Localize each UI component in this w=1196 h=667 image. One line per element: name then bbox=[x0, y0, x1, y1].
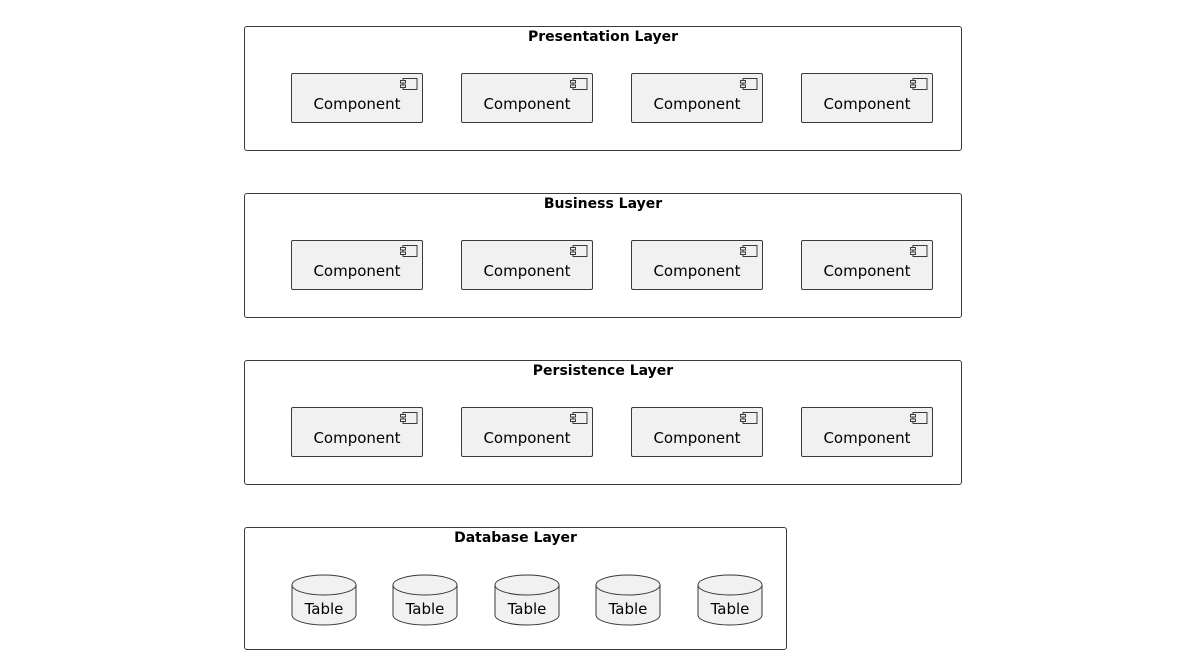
table-label: Table bbox=[405, 600, 445, 618]
database-table-icon bbox=[494, 574, 560, 626]
database-table-icon bbox=[697, 574, 763, 626]
component-node: Component bbox=[291, 240, 423, 290]
database-table: Table bbox=[697, 574, 763, 626]
component-node: Component bbox=[291, 73, 423, 123]
component-icon bbox=[910, 78, 928, 90]
layer-title: Database Layer bbox=[454, 530, 577, 546]
component-icon bbox=[740, 78, 758, 90]
component-label: Component bbox=[483, 95, 571, 113]
persistence-layer: Persistence Layer Component Component Co… bbox=[244, 360, 962, 485]
presentation-layer: Presentation Layer Component Component C… bbox=[244, 26, 962, 151]
component-label: Component bbox=[823, 262, 911, 280]
component-label: Component bbox=[823, 95, 911, 113]
component-icon bbox=[400, 245, 418, 257]
table-label: Table bbox=[304, 600, 344, 618]
component-label: Component bbox=[823, 429, 911, 447]
component-label: Component bbox=[653, 262, 741, 280]
component-node: Component bbox=[801, 407, 933, 457]
database-table-icon bbox=[392, 574, 458, 626]
table-label: Table bbox=[608, 600, 648, 618]
table-label: Table bbox=[507, 600, 547, 618]
component-node: Component bbox=[801, 240, 933, 290]
database-table: Table bbox=[392, 574, 458, 626]
component-label: Component bbox=[653, 429, 741, 447]
component-node: Component bbox=[461, 73, 593, 123]
component-node: Component bbox=[801, 73, 933, 123]
component-icon bbox=[570, 78, 588, 90]
database-table: Table bbox=[291, 574, 357, 626]
component-icon bbox=[910, 245, 928, 257]
component-node: Component bbox=[461, 240, 593, 290]
component-node: Component bbox=[631, 240, 763, 290]
database-table: Table bbox=[595, 574, 661, 626]
database-table-icon bbox=[595, 574, 661, 626]
component-icon bbox=[400, 78, 418, 90]
component-node: Component bbox=[461, 407, 593, 457]
table-label: Table bbox=[710, 600, 750, 618]
component-node: Component bbox=[291, 407, 423, 457]
database-table: Table bbox=[494, 574, 560, 626]
component-node: Component bbox=[631, 73, 763, 123]
component-label: Component bbox=[653, 95, 741, 113]
component-icon bbox=[740, 412, 758, 424]
layer-title: Persistence Layer bbox=[532, 363, 674, 379]
component-node: Component bbox=[631, 407, 763, 457]
component-icon bbox=[400, 412, 418, 424]
component-label: Component bbox=[483, 262, 571, 280]
component-icon bbox=[740, 245, 758, 257]
component-label: Component bbox=[483, 429, 571, 447]
layer-title: Presentation Layer bbox=[527, 29, 678, 45]
component-icon bbox=[570, 412, 588, 424]
component-label: Component bbox=[313, 429, 401, 447]
business-layer: Business Layer Component Component Compo… bbox=[244, 193, 962, 318]
database-table-icon bbox=[291, 574, 357, 626]
component-icon bbox=[570, 245, 588, 257]
database-layer: Database Layer Table Table Table Table bbox=[244, 527, 787, 650]
component-label: Component bbox=[313, 95, 401, 113]
component-icon bbox=[910, 412, 928, 424]
component-label: Component bbox=[313, 262, 401, 280]
layer-title: Business Layer bbox=[543, 196, 663, 212]
